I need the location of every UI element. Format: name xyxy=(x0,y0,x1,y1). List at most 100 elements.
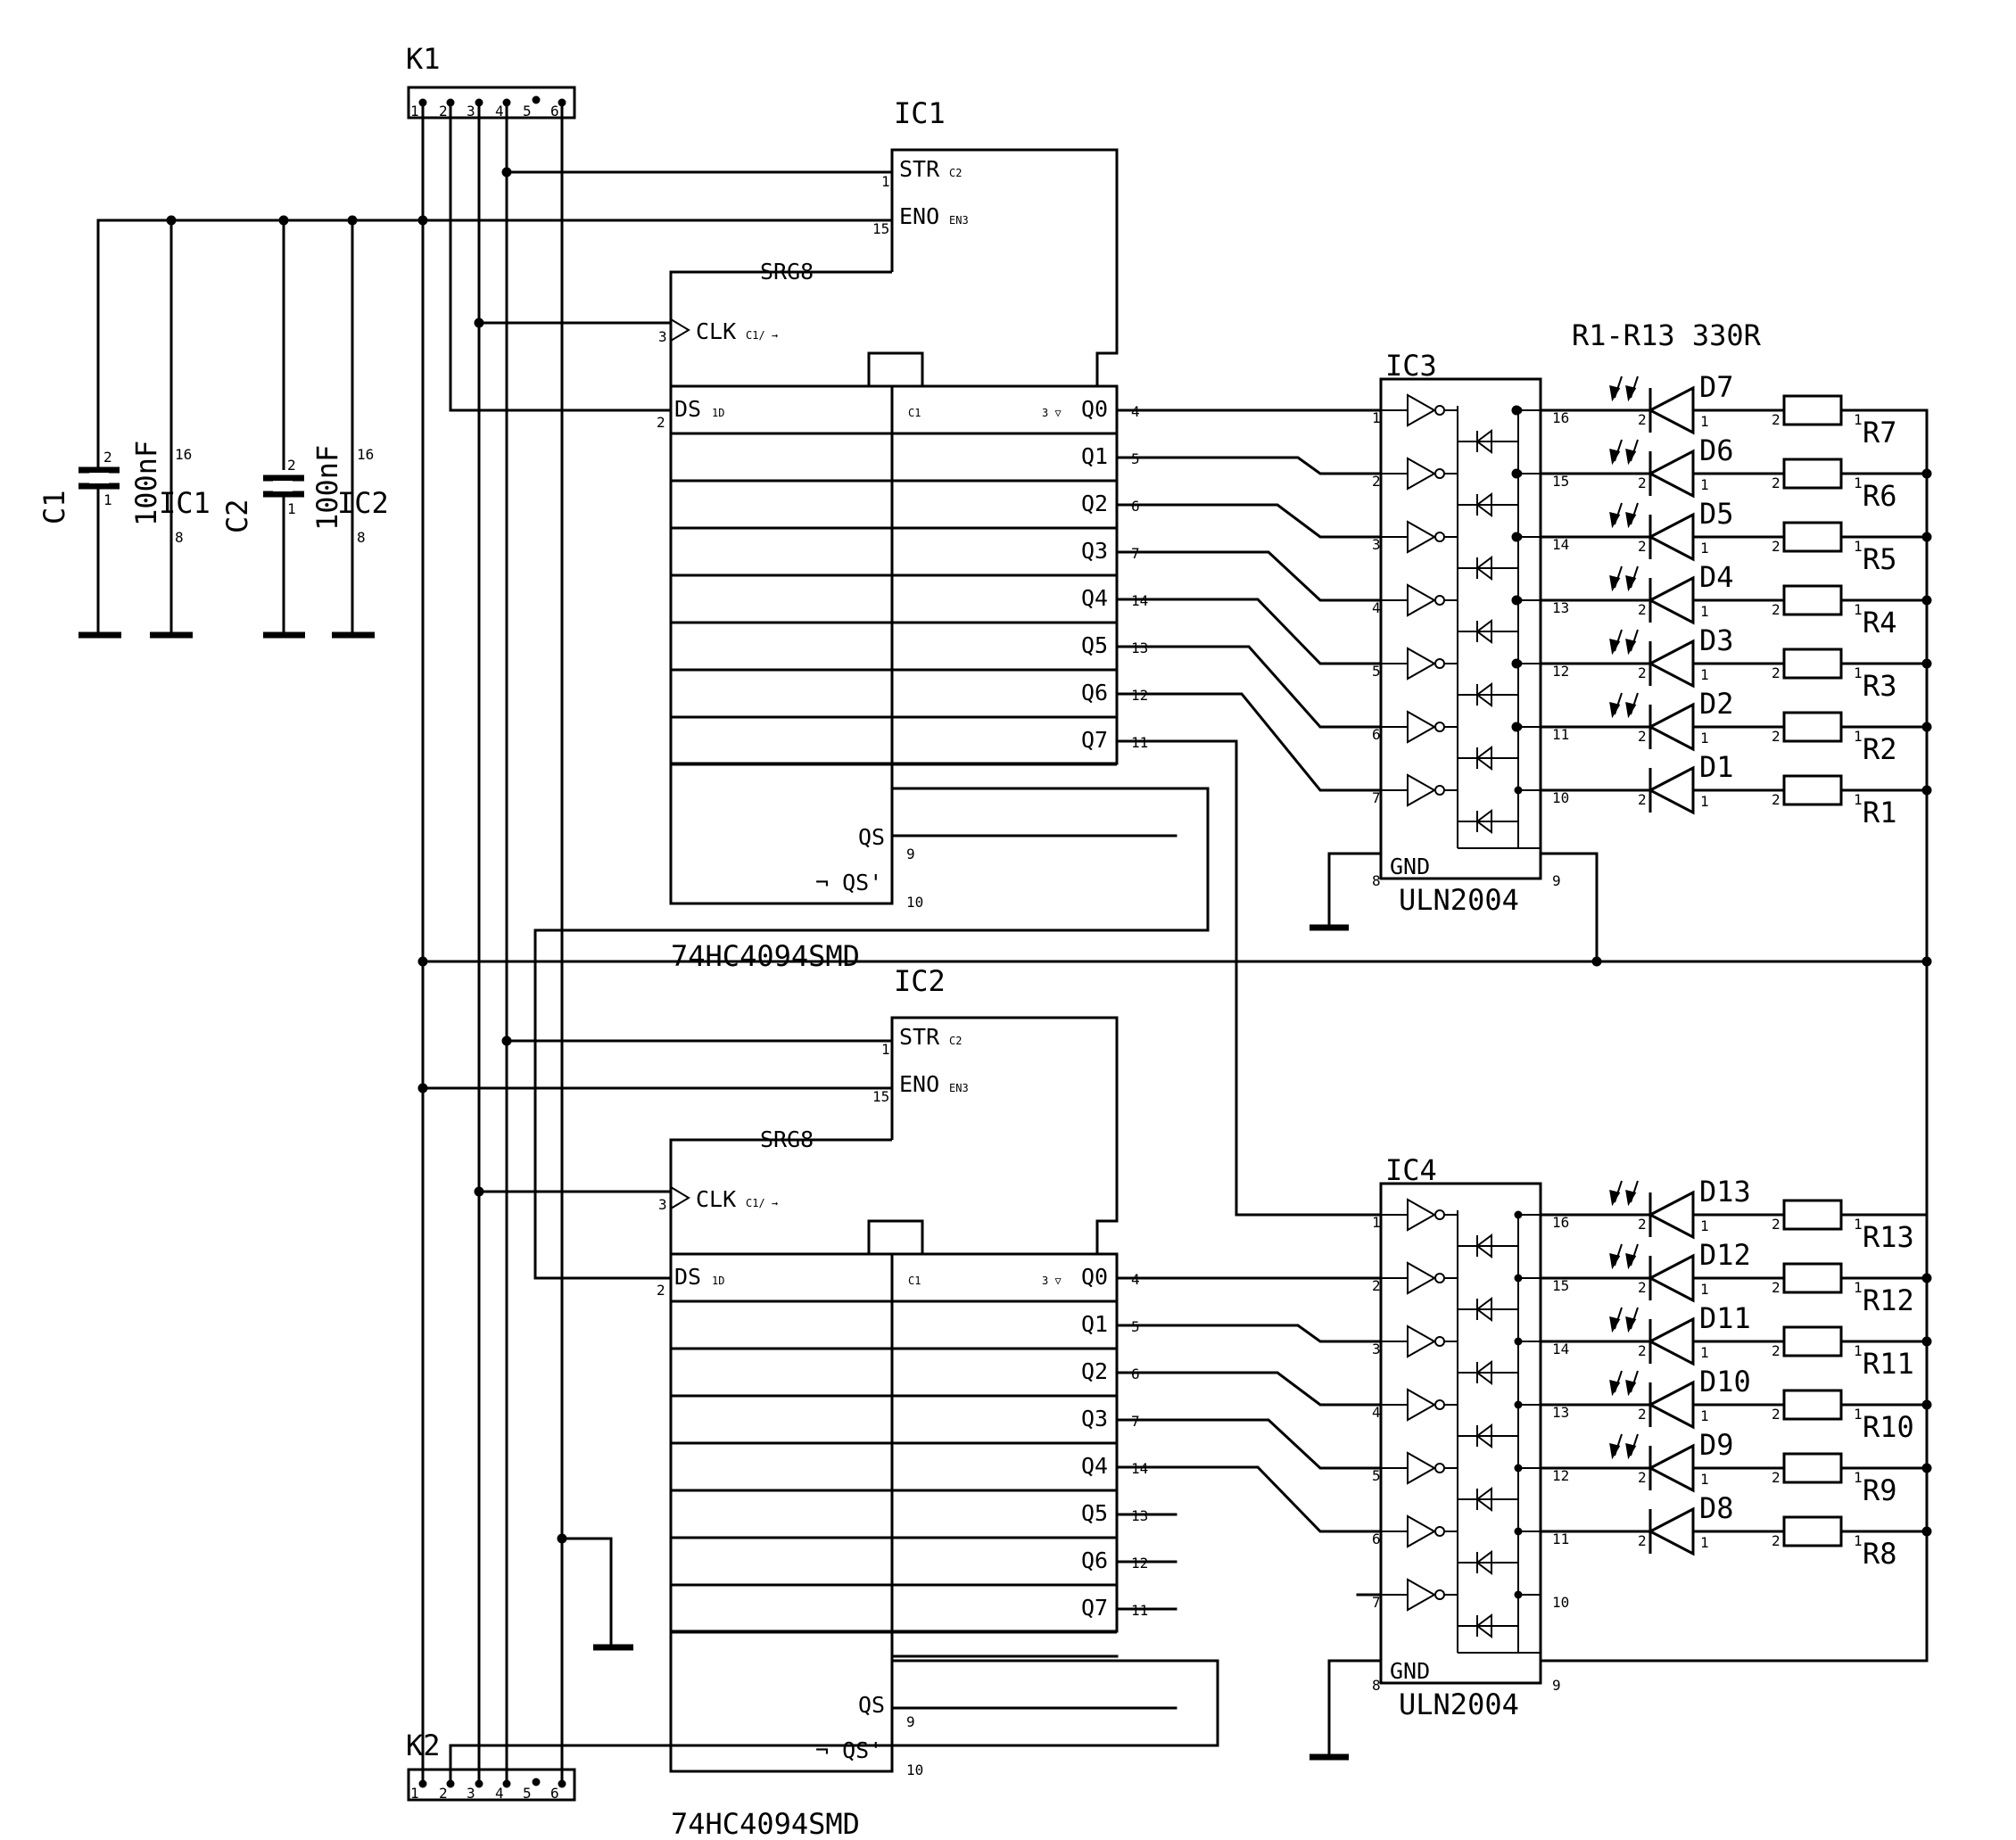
diode-icon xyxy=(1475,429,1492,454)
resistor-icon xyxy=(1782,1452,1843,1484)
driver-name: IC4 xyxy=(1385,1153,1437,1187)
svg-text:1: 1 xyxy=(410,1785,419,1802)
diode-icon xyxy=(1475,1423,1492,1448)
svg-text:3: 3 xyxy=(467,1785,475,1802)
led-label: D9 xyxy=(1699,1428,1734,1462)
resistor-label: R2 xyxy=(1863,732,1897,766)
svg-text:1: 1 xyxy=(881,173,890,190)
svg-text:EN3: EN3 xyxy=(949,214,969,227)
resistor-label: R1 xyxy=(1863,796,1897,829)
svg-text:9: 9 xyxy=(906,846,915,862)
led-label: D5 xyxy=(1699,497,1734,531)
connector-k2[interactable]: K2 1 2 3 4 5 6 xyxy=(406,1729,576,1802)
resistor-label: R6 xyxy=(1863,479,1897,513)
output-label-q6: Q6 xyxy=(1081,680,1108,705)
led-label: D10 xyxy=(1699,1365,1751,1399)
svg-text:2: 2 xyxy=(1772,474,1781,491)
svg-text:1: 1 xyxy=(1700,540,1709,557)
svg-text:14: 14 xyxy=(1552,1341,1569,1357)
resistor-label: R3 xyxy=(1863,669,1897,703)
resistor-label: R13 xyxy=(1863,1220,1914,1254)
buffer-icon xyxy=(1407,457,1437,491)
srg-label: SRG8 xyxy=(760,259,814,285)
resistor-label: R9 xyxy=(1863,1473,1897,1507)
svg-text:2: 2 xyxy=(1772,538,1781,555)
svg-text:2: 2 xyxy=(1638,411,1647,428)
resistor-label: R4 xyxy=(1863,606,1897,639)
str-label: STR xyxy=(899,1024,940,1050)
resistor-icon xyxy=(1782,1262,1843,1294)
diode-icon xyxy=(1475,746,1492,771)
svg-text:1: 1 xyxy=(287,500,296,517)
c1-value: 100nF xyxy=(129,441,163,526)
k1-label: K1 xyxy=(406,42,441,76)
buffer-icon xyxy=(1407,1324,1437,1358)
svg-text:2: 2 xyxy=(1772,1216,1781,1233)
driver-part: ULN2004 xyxy=(1399,1687,1519,1721)
resistor-label: R8 xyxy=(1863,1537,1897,1571)
svg-text:1: 1 xyxy=(410,103,419,120)
svg-text:15: 15 xyxy=(1552,473,1569,490)
led-icon xyxy=(1647,702,1695,752)
c1-label: C1 xyxy=(37,490,71,524)
clk-label: CLK xyxy=(696,318,736,344)
clk-label: CLK xyxy=(696,1186,736,1212)
resistor-icon xyxy=(1782,584,1843,616)
diode-icon xyxy=(1475,682,1492,707)
sr-name: IC1 xyxy=(894,96,946,130)
svg-text:1: 1 xyxy=(1700,413,1709,430)
svg-text:10: 10 xyxy=(906,1762,923,1778)
svg-text:2: 2 xyxy=(1772,728,1781,745)
diode-icon xyxy=(1475,492,1492,517)
led-label: D12 xyxy=(1699,1238,1751,1272)
svg-text:1: 1 xyxy=(1854,1469,1863,1486)
svg-text:1: 1 xyxy=(1700,1407,1709,1424)
svg-text:10: 10 xyxy=(1552,789,1569,806)
led-icon xyxy=(1647,1316,1695,1366)
resistor-icon xyxy=(1782,394,1843,426)
svg-text:1: 1 xyxy=(1854,1406,1863,1423)
resistor-icon xyxy=(1782,521,1843,553)
svg-text:10: 10 xyxy=(1552,1594,1569,1611)
svg-text:2: 2 xyxy=(1638,1532,1647,1549)
svg-text:2: 2 xyxy=(1772,601,1781,618)
resistor-icon xyxy=(1782,648,1843,680)
buffer-icon xyxy=(1407,710,1437,744)
buffer-icon xyxy=(1407,647,1437,681)
svg-text:2: 2 xyxy=(1638,1469,1647,1486)
buffer-icon xyxy=(1407,773,1437,807)
resistor-icon xyxy=(1782,1515,1843,1547)
svg-text:4: 4 xyxy=(1372,599,1381,616)
connector-k1[interactable]: K1 1 2 3 4 5 6 xyxy=(406,42,576,120)
svg-text:8: 8 xyxy=(1372,1677,1381,1694)
svg-text:7: 7 xyxy=(1372,789,1381,806)
capacitor-c1[interactable]: C1 100nF 2 1 xyxy=(37,441,163,526)
resistor-note: R1-R13 330R xyxy=(1572,318,1762,352)
svg-text:2: 2 xyxy=(1638,664,1647,681)
output-label-q7: Q7 xyxy=(1081,1595,1108,1621)
svg-text:C1: C1 xyxy=(908,407,921,419)
diode-icon xyxy=(1475,809,1492,834)
led-icon xyxy=(1647,1253,1695,1303)
svg-text:1D: 1D xyxy=(712,407,724,419)
svg-text:3: 3 xyxy=(1372,1341,1381,1357)
capacitor-c2[interactable]: C2 100nF 2 1 xyxy=(220,445,344,533)
buffer-icon xyxy=(1407,520,1437,554)
svg-text:1: 1 xyxy=(1854,601,1863,618)
svg-text:4: 4 xyxy=(495,1785,504,1802)
resistor-icon xyxy=(1782,711,1843,743)
svg-text:1: 1 xyxy=(1700,666,1709,683)
diode-icon xyxy=(1475,1487,1492,1512)
led-label: D7 xyxy=(1699,370,1734,404)
svg-text:3: 3 xyxy=(658,328,667,345)
svg-text:3: 3 xyxy=(1372,536,1381,553)
led-label: D6 xyxy=(1699,433,1734,467)
svg-text:1: 1 xyxy=(1372,1214,1381,1231)
svg-text:2: 2 xyxy=(1638,728,1647,745)
svg-text:2: 2 xyxy=(1638,1406,1647,1423)
svg-text:8: 8 xyxy=(1372,872,1381,889)
buffer-icon xyxy=(1407,1261,1437,1295)
